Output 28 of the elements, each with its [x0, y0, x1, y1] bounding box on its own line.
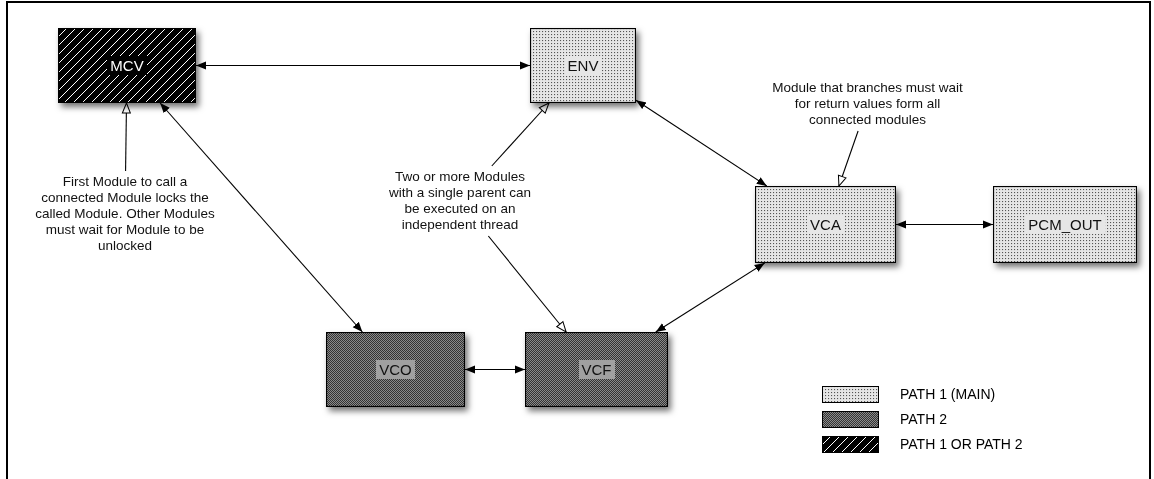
arrow — [195, 61, 531, 70]
note-text: Two or more Modules with a single parent can be executed on an independent thread — [388, 169, 532, 233]
arrow — [655, 262, 766, 333]
legend-label: PATH 2 — [900, 411, 947, 427]
leader-line — [121, 102, 131, 172]
module-box — [993, 186, 1137, 263]
note-text: Module that branches must wait for return values form all connected modules — [771, 80, 964, 128]
arrow — [635, 99, 768, 187]
leader-line — [491, 102, 550, 167]
module-box — [530, 28, 636, 103]
module-box — [525, 332, 668, 407]
legend-label: PATH 1 (MAIN) — [900, 386, 996, 402]
module-label: VCO — [376, 360, 415, 379]
leader-line — [837, 130, 859, 187]
legend-label: PATH 1 OR PATH 2 — [900, 436, 1023, 452]
module-box — [755, 186, 896, 263]
arrow — [464, 365, 526, 374]
module-label: VCA — [807, 215, 844, 234]
arrow — [159, 102, 363, 333]
module-label: MCV — [107, 56, 147, 75]
module-box — [58, 28, 196, 103]
arrow — [895, 220, 994, 229]
note-text: First Module to call a connected Module locks the called Module. Other Modules must wait for Module to be unlocked — [35, 174, 215, 254]
module-box — [326, 332, 465, 407]
module-label: ENV — [564, 56, 602, 75]
module-label: VCF — [578, 360, 615, 379]
leader-line — [487, 235, 567, 333]
module-label: PCM_OUT — [1025, 215, 1105, 234]
